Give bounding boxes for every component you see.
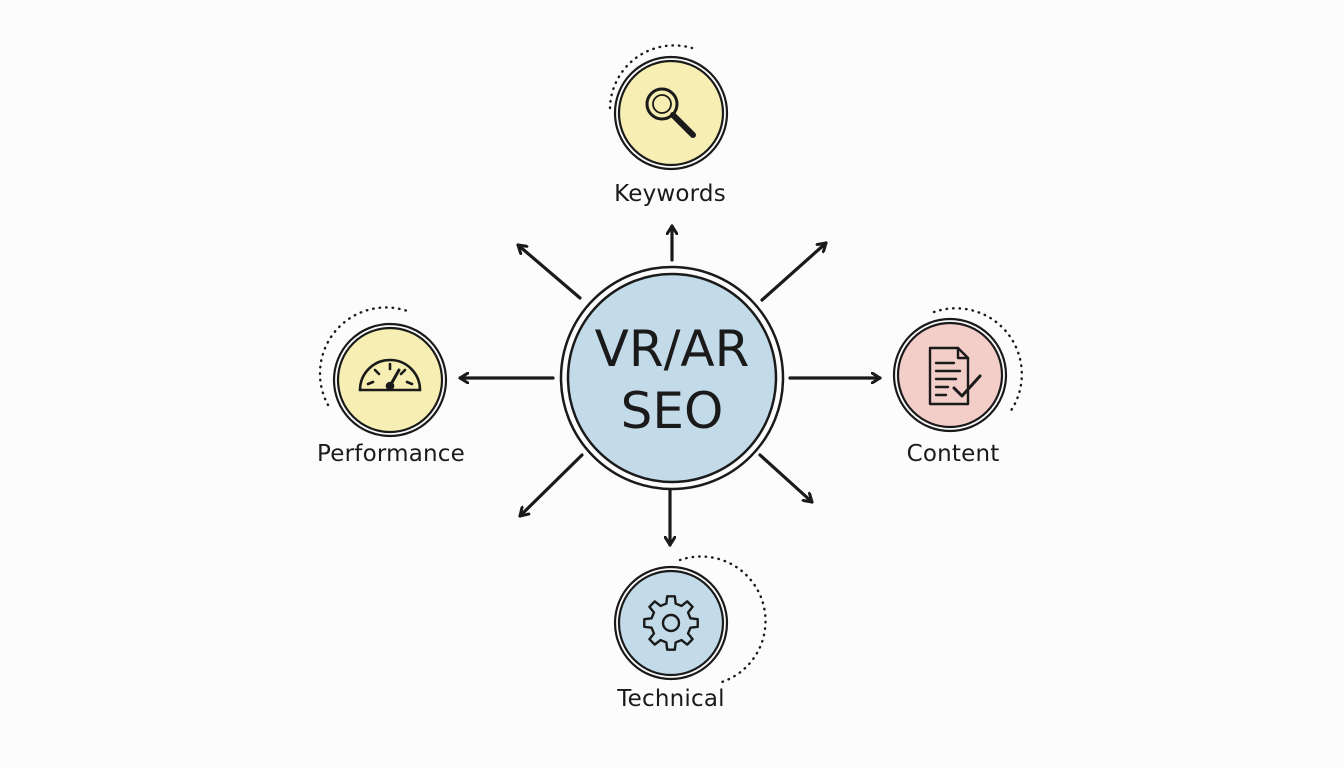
keywords-dotted-arc [608, 44, 694, 110]
keywords-label: Keywords [614, 181, 726, 207]
node-keywords [608, 44, 729, 171]
magnifier-icon [645, 87, 696, 138]
connector-arrows [458, 224, 882, 547]
arrow-lower-right [758, 453, 814, 504]
content-circle [896, 321, 1004, 429]
technical-circle [617, 569, 725, 677]
hub-label: VR/AR SEO [595, 318, 750, 442]
hub-outer-ring [559, 265, 785, 491]
node-performance [318, 306, 448, 438]
content-dotted-arc [932, 307, 1024, 414]
technical-outer-ring [613, 565, 729, 681]
checked-document-icon [928, 346, 982, 406]
content-label: Content [906, 441, 1000, 467]
hub-label-line2: SEO [620, 382, 724, 440]
content-outer-ring [892, 317, 1008, 433]
hub-label-line1: VR/AR [594, 320, 750, 378]
keywords-outer-ring [613, 55, 729, 171]
speedometer-icon [358, 358, 422, 392]
performance-outer-ring [332, 322, 448, 438]
performance-circle [336, 326, 444, 434]
arrow-upper-right [760, 241, 828, 302]
performance-label: Performance [317, 441, 465, 467]
node-technical [613, 555, 767, 684]
technical-label: Technical [617, 686, 725, 712]
arrow-upper-left [516, 243, 582, 300]
hub-circle [566, 272, 778, 484]
arrow-lower-left [518, 453, 584, 518]
node-content [892, 307, 1024, 433]
hub-node [559, 265, 785, 491]
gear-icon [643, 595, 699, 651]
